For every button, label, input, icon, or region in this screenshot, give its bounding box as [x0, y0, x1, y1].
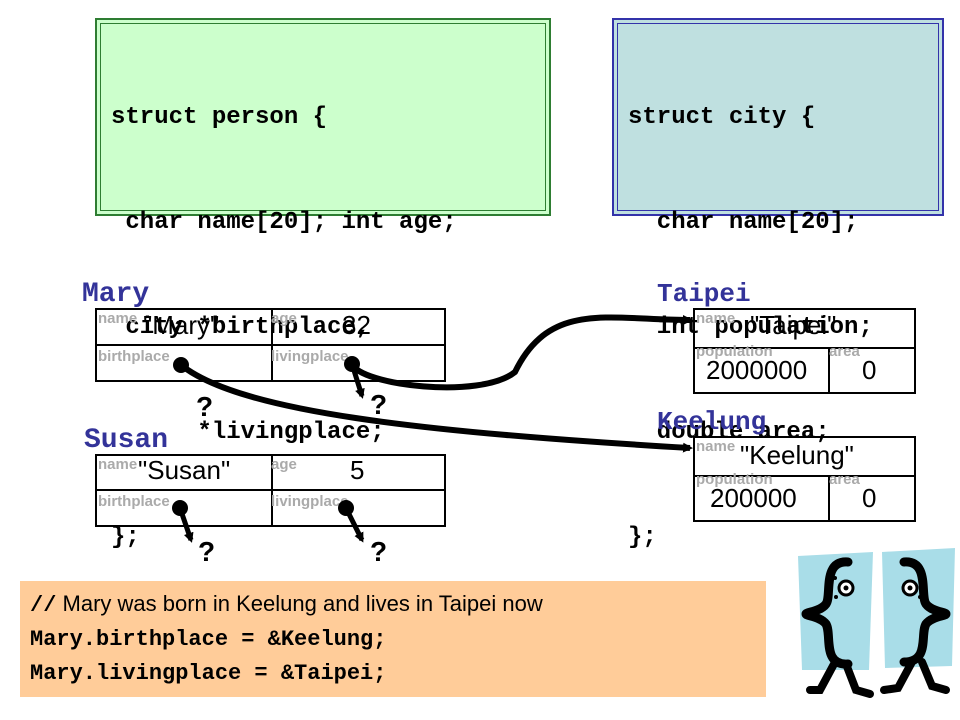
mary-age-label: age [271, 310, 297, 327]
mary-birthplace-unknown: ? [196, 391, 214, 422]
susan-title: Susan [84, 425, 169, 456]
keelung-name-label: name [696, 438, 736, 455]
statement-livingplace: Mary.livingplace = &Taipei; [30, 661, 387, 686]
brace-characters-illustration [798, 548, 955, 698]
statement-comment: // Mary was born in Keelung and lives in… [30, 591, 543, 618]
keelung-area-value: 0 [862, 483, 877, 513]
susan-name-label: name [98, 456, 138, 473]
susan-age-value: 5 [350, 455, 365, 485]
mary-birthplace-label: birthplace [98, 348, 170, 365]
taipei-area-value: 0 [862, 355, 877, 385]
mary-age-value: 32 [342, 310, 371, 340]
taipei-population-label: population [696, 343, 773, 360]
taipei-title: Taipei [657, 279, 751, 309]
susan-livingplace-dangling-arrow [343, 506, 365, 543]
susan-age-label: age [271, 456, 297, 473]
keelung-population-label: population [696, 471, 773, 488]
keelung-name-value: "Keelung" [740, 440, 854, 470]
struct-person-definition: struct person { char name[20]; int age; … [95, 18, 551, 551]
keelung-record [693, 436, 916, 522]
statement-birthplace: Mary.birthplace = &Keelung; [30, 627, 387, 652]
keelung-title: Keelung [657, 407, 767, 437]
mary-record [95, 308, 446, 382]
left-brace-panel [798, 552, 873, 670]
mary-livingplace-dangling-arrow [349, 363, 365, 399]
mary-livingplace-unknown: ? [370, 389, 388, 420]
taipei-area-label: area [829, 343, 860, 360]
mary-name-label: name [98, 310, 138, 327]
keelung-population-value: 200000 [710, 483, 797, 513]
struct-person-line: }; [111, 524, 140, 551]
mary-title: Mary [82, 279, 150, 310]
mary-birthplace-arrow [179, 362, 693, 453]
taipei-name-value: "Taipei" [750, 310, 837, 340]
struct-city-line: struct city { [628, 104, 816, 131]
mary-livingplace-label: livingplace [271, 348, 349, 365]
struct-person-line: char name[20]; int age; [111, 209, 457, 236]
struct-city-line: }; [628, 524, 657, 551]
struct-person-line: city *birthplace, [111, 314, 371, 341]
struct-city-line: double area; [628, 419, 830, 446]
struct-city-line: char name[20]; [628, 209, 859, 236]
struct-city-line: int population; [628, 314, 873, 341]
taipei-record [693, 308, 916, 394]
taipei-population-value: 2000000 [706, 355, 808, 385]
susan-name-value: "Susan" [138, 455, 231, 485]
mary-livingplace-arrow [349, 314, 693, 391]
susan-birthplace-dangling-arrow [177, 507, 194, 543]
struct-city-definition: struct city { char name[20]; int populat… [612, 18, 944, 551]
assignment-statements: // Mary was born in Keelung and lives in… [20, 581, 766, 697]
keelung-area-label: area [829, 471, 860, 488]
susan-birthplace-unknown: ? [198, 536, 216, 567]
struct-person-line: *livingplace; [111, 419, 385, 446]
struct-person-line: struct person { [111, 104, 328, 131]
susan-record [95, 454, 446, 527]
right-brace-panel [882, 548, 955, 668]
comment-slashes: // [30, 593, 57, 618]
mary-name-value: "Mary" [143, 310, 220, 340]
susan-livingplace-unknown: ? [370, 536, 388, 567]
comment-text: Mary was born in Keelung and lives in Ta… [56, 591, 543, 616]
susan-livingplace-label: livingplace [271, 493, 349, 510]
susan-birthplace-label: birthplace [98, 493, 170, 510]
mary-birthplace-dot [173, 357, 189, 373]
taipei-name-label: name [696, 310, 736, 327]
